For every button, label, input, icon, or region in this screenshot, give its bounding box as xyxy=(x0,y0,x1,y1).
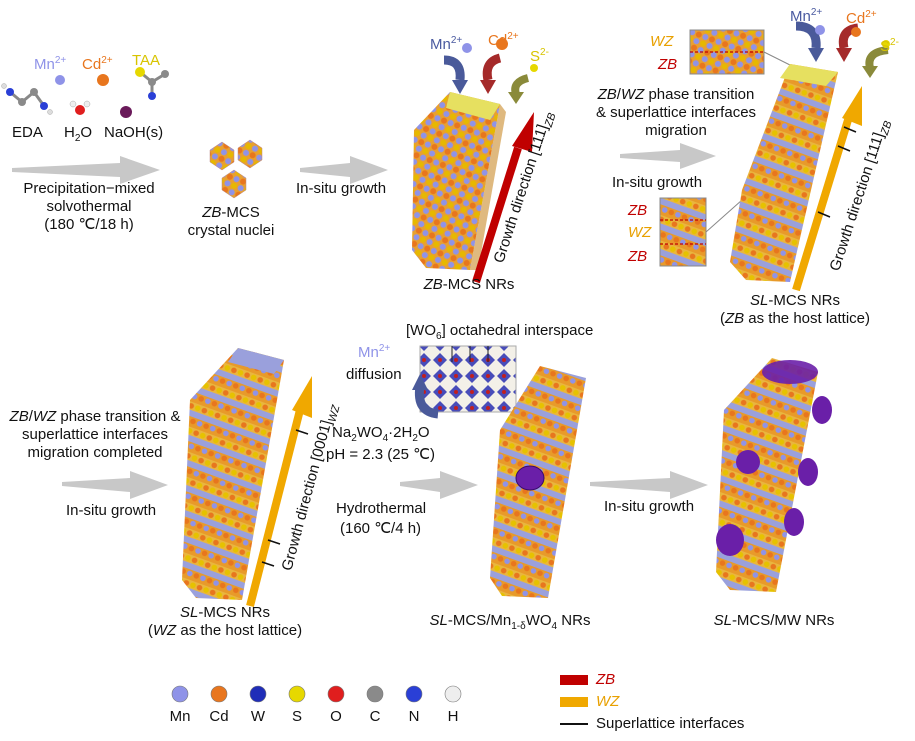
mn-atom-icon xyxy=(171,685,189,703)
sl-mn-ion-label: Mn2+ xyxy=(790,7,823,25)
naoh-particle-icon xyxy=(120,106,132,118)
naoh-label: NaOH(s) xyxy=(104,124,164,141)
step3-phase-transition-text: ZB/WZ phase transition & superlattice in… xyxy=(595,86,757,139)
sl-mcs-mnwo4-nanorod-image xyxy=(490,366,586,598)
sl-mcs-mnwo4-caption: SL-MCS/Mn1-δWO4 NRs xyxy=(429,612,591,632)
mn-ion-arrow-icon xyxy=(443,55,468,94)
sl-mcs-wz-nanorod-image xyxy=(182,348,284,600)
inset-bottom-zb2-label: ZB xyxy=(628,248,648,265)
reagent-label: Na2WO4·2H2O xyxy=(332,424,430,444)
process-arrow-4 xyxy=(62,471,168,499)
mn-ion-dot-2-icon xyxy=(815,25,825,35)
mn-ion-icon xyxy=(55,75,65,85)
zb-mcs-nanorod-image xyxy=(412,92,506,270)
wo6-octahedral-label: [WO6] octahedral interspace xyxy=(406,322,594,342)
zb-wz-zb-bottom-inset xyxy=(659,197,743,267)
legend-h-label: H xyxy=(447,708,459,725)
n-atom-icon xyxy=(405,685,423,703)
legend-n-label: N xyxy=(408,708,420,725)
hydrothermal-conditions: (160 ℃/4 h) xyxy=(340,520,422,537)
cd-ion-dot-2-icon xyxy=(851,27,861,37)
sl-zb-growth-direction-arrow xyxy=(792,86,862,292)
sl-mcs-mw-nanorod-image xyxy=(716,358,832,592)
c-atom-icon xyxy=(366,685,384,703)
taa-molecule-icon xyxy=(135,67,169,100)
atom-legend xyxy=(171,685,462,703)
zb-mn-ion-label: Mn2+ xyxy=(430,35,463,53)
wz-legend-label: WZ xyxy=(596,693,620,710)
step6-in-situ-growth-label: In-situ growth xyxy=(604,498,695,515)
zb-legend-label: ZB xyxy=(596,671,616,688)
cd-ion-dot-icon xyxy=(496,38,508,50)
sl-s-ion-label: S2- xyxy=(880,37,899,55)
zb-legend-swatch xyxy=(560,675,588,685)
zb-s-ion-label: S2- xyxy=(530,47,549,65)
taa-label: TAA xyxy=(132,52,161,69)
wz-growth-direction-arrow xyxy=(246,376,312,607)
diffusion-label: diffusion xyxy=(346,366,402,383)
step2-in-situ-growth-label: In-situ growth xyxy=(296,180,387,197)
legend-w-label: W xyxy=(250,708,266,725)
cd-ion-icon xyxy=(97,74,109,86)
mn-ion-arrow-2-icon xyxy=(795,21,824,62)
legend-c-label: C xyxy=(369,708,381,725)
s-ion-arrow-2-icon xyxy=(862,46,889,78)
sl-cd-ion-label: Cd2+ xyxy=(846,9,877,27)
w-atom-icon xyxy=(249,685,267,703)
step4-in-situ-growth-label: In-situ growth xyxy=(66,502,157,519)
legend-s-label: S xyxy=(291,708,302,725)
sl-mcs-zb-caption: SL-MCS NRs (ZB as the host lattice) xyxy=(719,292,871,327)
process-arrow-3 xyxy=(620,143,716,169)
s-ion-dot-2-icon xyxy=(882,40,890,48)
wz-zb-top-inset xyxy=(689,29,801,75)
interfaces-legend-label: Superlattice interfaces xyxy=(596,715,745,732)
inset-bottom-zb1-label: ZB xyxy=(628,202,648,219)
legend-cd-label: Cd xyxy=(209,708,229,725)
sl-mcs-wz-caption: SL-MCS NRs (WZ as the host lattice) xyxy=(147,604,303,639)
s-ion-arrow-icon xyxy=(508,74,530,104)
step1-conditions: Precipitation−mixed solvothermal (180 ℃/… xyxy=(23,180,155,233)
mn-ion-dot-icon xyxy=(462,43,472,53)
process-arrow-2 xyxy=(300,156,388,184)
wz-legend-swatch xyxy=(560,697,588,707)
eda-label: EDA xyxy=(12,124,43,141)
hydrothermal-label: Hydrothermal xyxy=(336,500,427,517)
wo6-octahedral-inset-image xyxy=(419,345,525,471)
zb-mcs-nuclei-caption: ZB-MCS crystal nuclei xyxy=(187,204,275,239)
process-arrow-1 xyxy=(12,156,160,184)
cd-ion-label: Cd2+ xyxy=(82,55,113,73)
mn-diffusion-arrow-icon xyxy=(412,374,439,419)
water-molecule-icon xyxy=(69,100,91,115)
legend-o-label: O xyxy=(330,708,342,725)
eda-molecule-icon xyxy=(1,83,53,115)
zb-mcs-nrs-caption: ZB-MCS NRs xyxy=(423,276,515,293)
mn-ion-label: Mn2+ xyxy=(34,55,67,73)
zb-cd-ion-label: Cd2+ xyxy=(488,31,519,49)
mn-diffusion-ion-label: Mn2+ xyxy=(358,343,391,361)
s-atom-icon xyxy=(288,685,306,703)
cd-ion-arrow-icon xyxy=(480,53,502,94)
step3-in-situ-growth-label: In-situ growth xyxy=(612,174,703,191)
ph-label: pH = 2.3 (25 ℃) xyxy=(326,446,435,463)
zb-growth-direction-arrow xyxy=(472,112,534,284)
cd-atom-icon xyxy=(210,685,228,703)
process-arrow-5 xyxy=(400,471,478,499)
step4-phase-transition-text: ZB/WZ phase transition & superlattice in… xyxy=(9,408,181,461)
o-atom-icon xyxy=(327,685,345,703)
s-ion-dot-icon xyxy=(530,64,538,72)
inset-top-zb-label: ZB xyxy=(658,56,678,73)
sl-mcs-zb-nanorod-image xyxy=(730,64,838,282)
sl-mcs-mw-caption: SL-MCS/MW NRs xyxy=(713,612,835,629)
process-arrow-6 xyxy=(590,471,708,499)
zb-mcs-nuclei-image xyxy=(209,139,263,199)
legend-mn-label: Mn xyxy=(169,708,191,725)
h-atom-icon xyxy=(444,685,462,703)
h2o-label: H2O xyxy=(64,124,93,144)
inset-bottom-wz-label: WZ xyxy=(628,224,652,241)
inset-top-wz-label: WZ xyxy=(650,33,674,50)
